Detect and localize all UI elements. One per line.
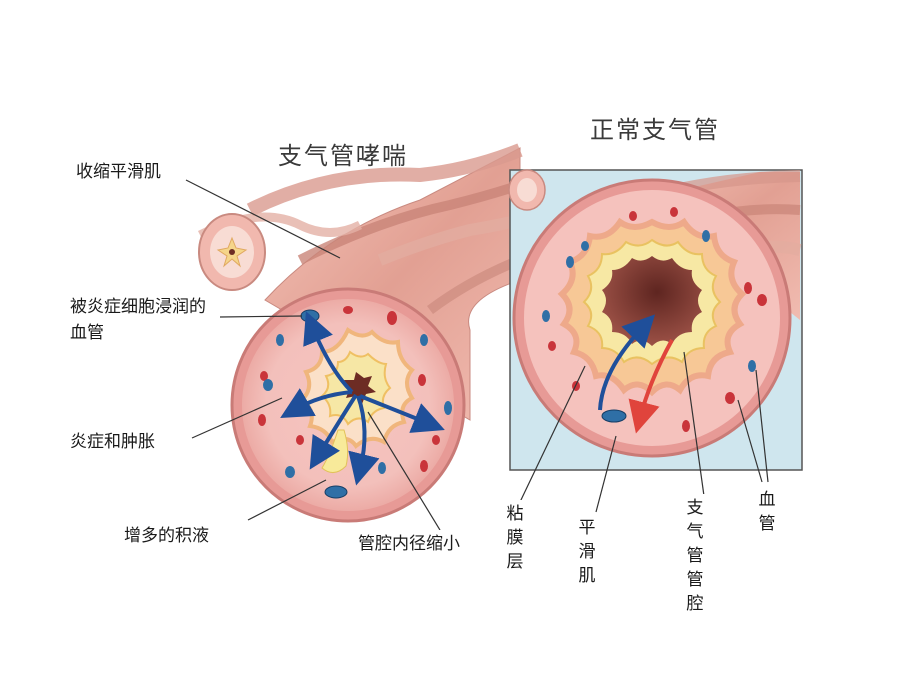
- normal-leader-lines: [519, 351, 769, 513]
- label-lumen-narrowed: 管腔内径缩小: [354, 530, 464, 558]
- normal-bronchus-illustration: [508, 169, 803, 471]
- asthma-cross-section: [230, 287, 466, 523]
- small-branch-cross-section: [198, 213, 266, 291]
- asthma-bronchus-illustration: [197, 143, 523, 523]
- asthma-title: 支气管哮喘: [278, 142, 408, 170]
- normal-cross-section: [512, 178, 792, 458]
- label-smooth-muscle-contract: 收缩平滑肌: [72, 158, 165, 186]
- label-inflammation-swelling: 炎症和肿胀: [66, 428, 159, 456]
- label-smooth-muscle: 平滑肌: [574, 514, 600, 590]
- asthma-leader-lines: [185, 179, 441, 531]
- normal-title: 正常支气管: [590, 116, 720, 144]
- label-mucosa: 粘膜层: [502, 500, 528, 576]
- label-inflamed-vessels: 被炎症细胞浸润的血管: [66, 292, 210, 348]
- label-vessels: 血管: [754, 486, 780, 538]
- label-lumen: 支气管管腔: [682, 494, 708, 618]
- label-increased-fluid: 增多的积液: [120, 522, 213, 550]
